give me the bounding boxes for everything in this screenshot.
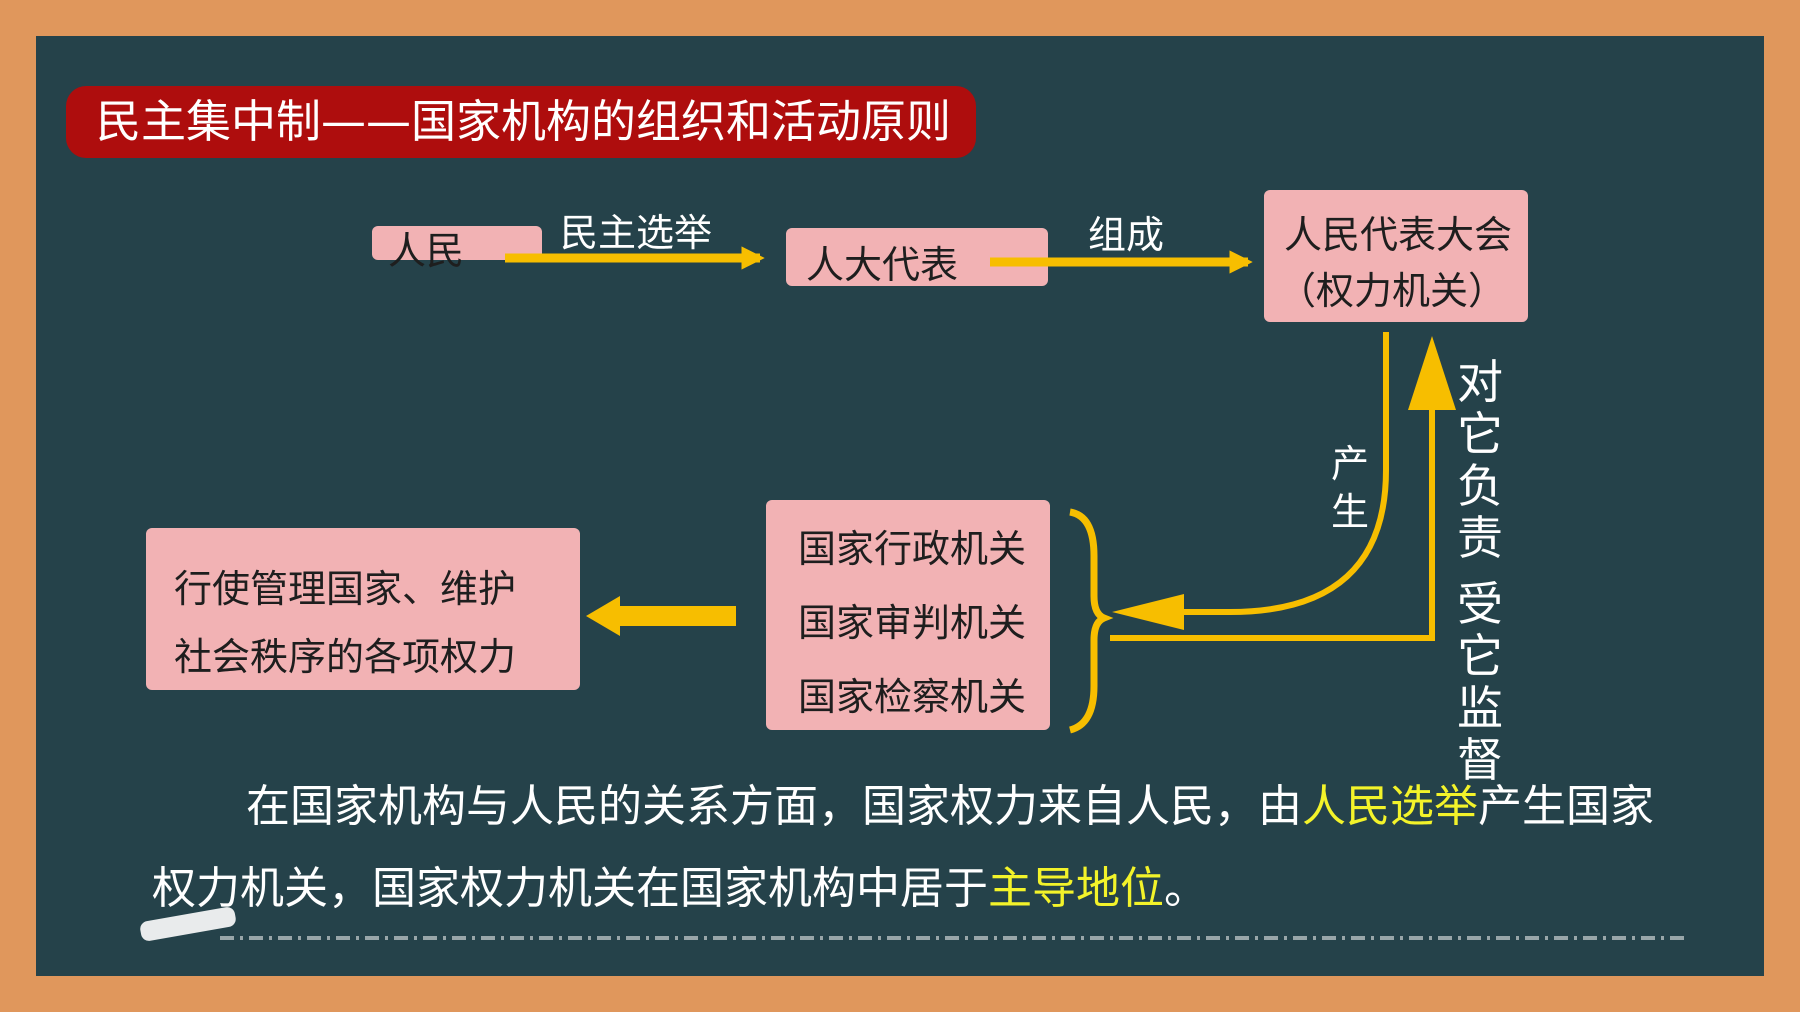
label-democratic-election: 民主选举 bbox=[560, 211, 713, 255]
node-deputies-label: 人大代表 bbox=[806, 243, 959, 287]
chalk-stick bbox=[140, 907, 236, 941]
node-organ-judicial: 国家审判机关 bbox=[798, 601, 1027, 645]
node-deputies: 人大代表 bbox=[786, 228, 1048, 287]
label-supervised: 受它监督 bbox=[1457, 577, 1503, 787]
arrow-congress-to-organs bbox=[1130, 332, 1389, 615]
paragraph-line-1-text-b: 产生国家 bbox=[1478, 781, 1654, 832]
node-organ-procuratorial: 国家检察机关 bbox=[798, 675, 1027, 719]
paragraph-line-2: 权力机关，国家权力机关在国家机构中居于主导地位。 bbox=[152, 852, 1208, 916]
paragraph-line-1-text-a: 在国家机构与人民的关系方面，国家权力来自人民，由 bbox=[246, 781, 1302, 832]
label-compose: 组成 bbox=[1088, 213, 1165, 257]
arrowhead-to-powers bbox=[586, 596, 620, 636]
node-congress-line1: 人民代表大会 bbox=[1284, 213, 1513, 257]
arrowhead-to-organs bbox=[1112, 594, 1184, 630]
node-people-label: 人民 bbox=[388, 229, 465, 273]
node-congress-line2: （权力机关） bbox=[1278, 269, 1507, 313]
node-powers: 行使管理国家、维护 社会秩序的各项权力 bbox=[146, 528, 580, 690]
node-powers-line2: 社会秩序的各项权力 bbox=[174, 635, 517, 679]
arrowhead-to-congress bbox=[1408, 336, 1456, 410]
node-state-organs: 国家行政机关 国家审判机关 国家检察机关 bbox=[766, 500, 1050, 730]
paragraph-line-2-text-a: 权力机关，国家权力机关在国家机构中居于 bbox=[152, 863, 988, 914]
node-organ-admin: 国家行政机关 bbox=[798, 527, 1027, 571]
node-powers-line1: 行使管理国家、维护 bbox=[174, 567, 517, 611]
paragraph-line-1-highlight: 人民选举 bbox=[1302, 781, 1478, 832]
slide-title: 民主集中制——国家机构的组织和活动原则 bbox=[66, 86, 976, 158]
curly-brace bbox=[1068, 508, 1114, 734]
label-responsible: 对它负责 bbox=[1457, 355, 1503, 565]
arrow-organs-to-congress bbox=[1110, 370, 1435, 641]
paragraph-line-2-highlight: 主导地位 bbox=[988, 863, 1164, 914]
paragraph-line-2-text-b: 。 bbox=[1164, 863, 1208, 914]
label-produce: 产生 bbox=[1330, 442, 1369, 534]
node-congress: 人民代表大会 （权力机关） bbox=[1264, 190, 1528, 322]
paragraph-line-1: 在国家机构与人民的关系方面，国家权力来自人民，由人民选举产生国家 bbox=[246, 770, 1654, 834]
